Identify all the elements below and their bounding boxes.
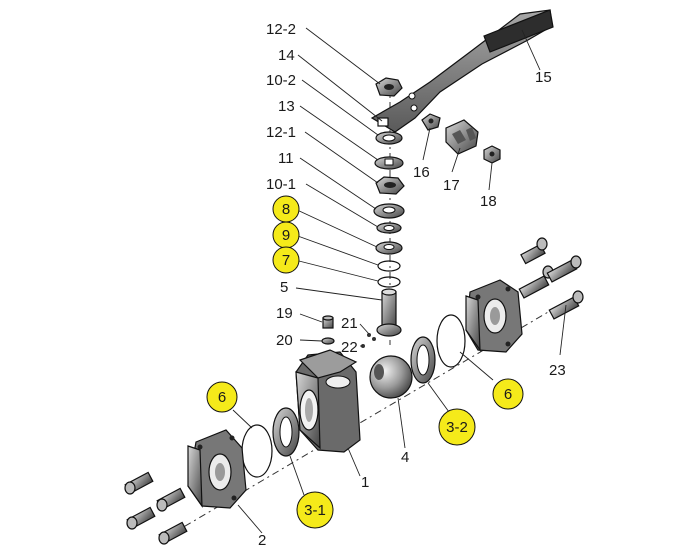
ball-4-part — [369, 355, 413, 399]
label-2: 2 — [258, 532, 266, 549]
highlight-marker-6-left: 6 — [206, 381, 238, 413]
highlight-marker-8: 8 — [272, 195, 300, 223]
bolt-23-c-part — [546, 255, 582, 283]
stop-screw-19-part — [322, 315, 334, 329]
thrust-washer-7-part — [377, 276, 401, 288]
end-cap-left-2-part — [187, 429, 247, 509]
label-17: 17 — [443, 177, 460, 194]
label-13: 13 — [278, 98, 295, 115]
bolt-left-d-part — [158, 521, 188, 545]
label-9: 9 — [282, 227, 290, 244]
bolt-left-c-part — [126, 506, 156, 530]
highlight-marker-6-right: 6 — [492, 378, 524, 410]
highlight-marker-3-1: 3-1 — [296, 491, 334, 529]
bolt-left-a-part — [124, 471, 154, 495]
gland-8-part — [375, 241, 403, 255]
label-4: 4 — [401, 449, 409, 466]
label-15: 15 — [535, 69, 552, 86]
label-14: 14 — [278, 47, 295, 64]
label-6-right: 6 — [504, 386, 512, 403]
label-8: 8 — [282, 201, 290, 218]
nut-18-part — [483, 145, 501, 164]
label-12-1: 12-1 — [266, 124, 296, 141]
bolt-23-b-part — [518, 265, 554, 299]
label-23: 23 — [549, 362, 566, 379]
nut-12-2-part — [375, 77, 403, 97]
end-cap-right-part — [465, 279, 523, 353]
highlight-marker-9: 9 — [272, 221, 300, 249]
bolt-left-b-part — [156, 487, 186, 512]
label-3-1: 3-1 — [304, 502, 326, 519]
label-1: 1 — [361, 474, 369, 491]
label-5: 5 — [280, 279, 288, 296]
seat-3-2-part — [410, 336, 436, 384]
label-10-2: 10-2 — [266, 72, 296, 89]
stop-block-17-part — [445, 119, 479, 155]
seal-6-left-part — [241, 424, 273, 478]
label-11: 11 — [278, 150, 294, 167]
seat-3-1-part — [272, 407, 300, 457]
screw-16-part — [421, 113, 441, 131]
washer-20-part — [321, 337, 335, 345]
label-22: 22 — [341, 339, 358, 356]
bolt-23-a-part — [520, 237, 548, 265]
label-7: 7 — [282, 252, 290, 269]
handle-part — [370, 9, 554, 133]
label-10-1: 10-1 — [266, 176, 296, 193]
washer-10-2-part — [375, 131, 403, 145]
washer-10-1-part — [376, 222, 402, 234]
label-19: 19 — [276, 305, 293, 322]
highlight-marker-3-2: 3-2 — [438, 408, 476, 446]
label-6-left: 6 — [218, 389, 226, 406]
label-16: 16 — [413, 164, 430, 181]
label-18: 18 — [480, 193, 497, 210]
label-3-2: 3-2 — [446, 419, 468, 436]
label-12-2: 12-2 — [266, 21, 296, 38]
seal-6-right-part — [436, 314, 466, 368]
leader-lines — [232, 27, 567, 534]
bolt-23-d-part — [548, 290, 584, 320]
stem-5-part — [376, 288, 402, 337]
label-20: 20 — [276, 332, 293, 349]
pin-21-22-part — [361, 333, 376, 348]
highlight-marker-7: 7 — [272, 246, 300, 274]
nut-12-1-part — [375, 176, 405, 195]
lock-washer-13-part — [374, 156, 404, 170]
belleville-washer-11-part — [373, 203, 405, 219]
packing-9-part — [377, 260, 401, 272]
valve-body-1-part — [295, 349, 361, 453]
label-21: 21 — [341, 315, 358, 332]
